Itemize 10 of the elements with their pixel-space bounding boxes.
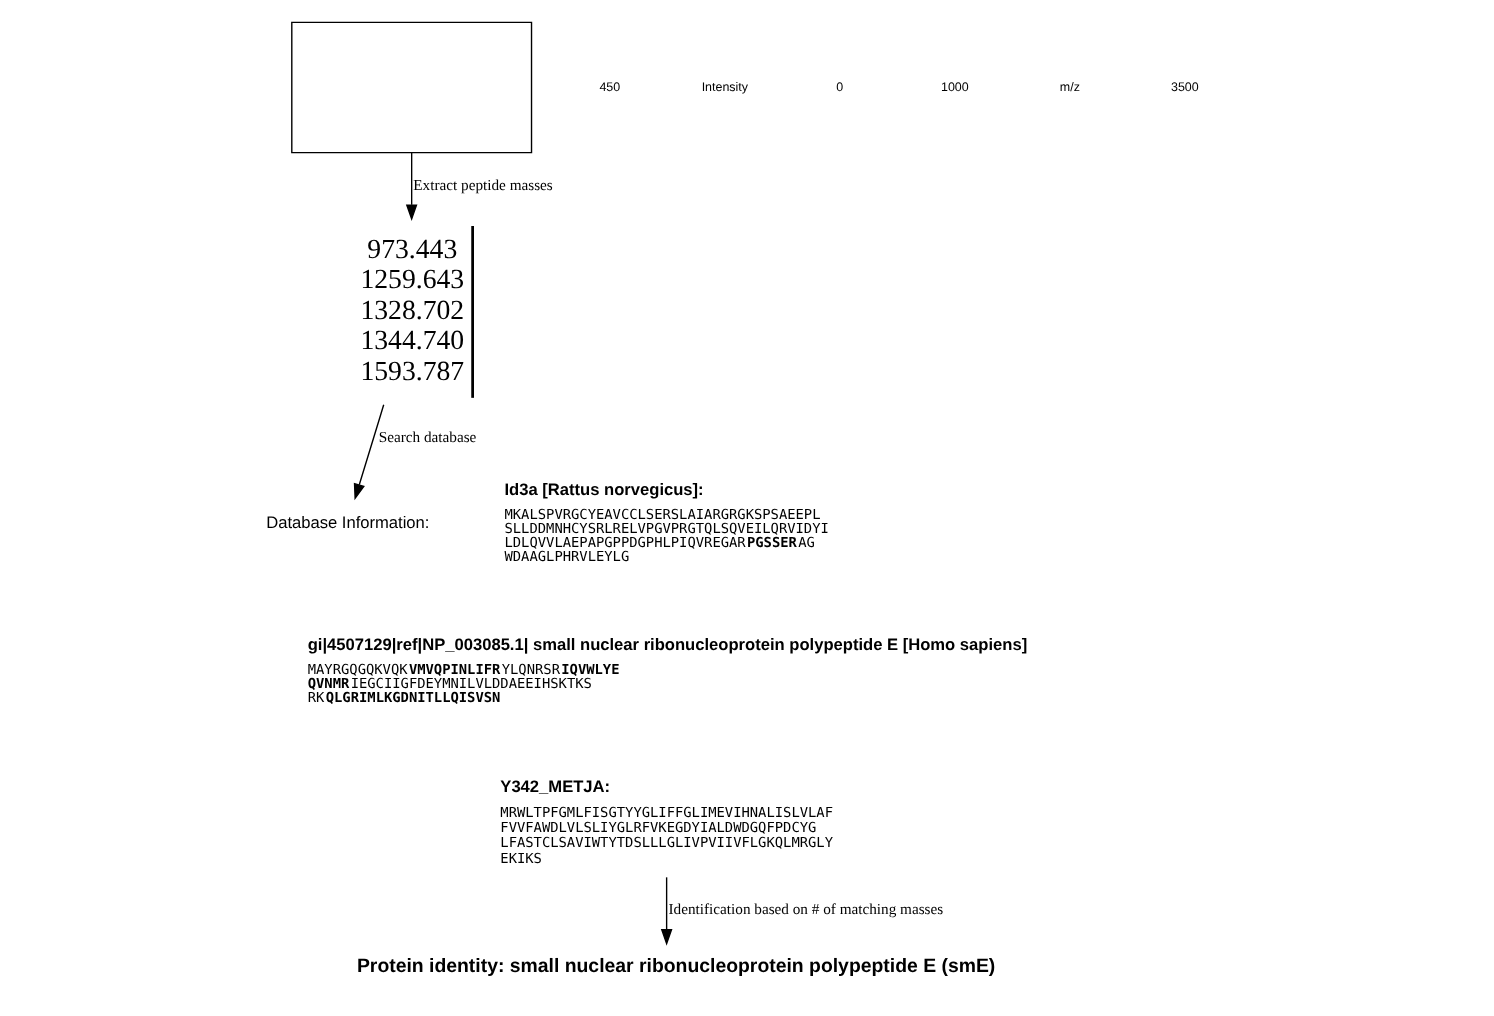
arrow bbox=[353, 404, 385, 501]
arrow bbox=[405, 152, 418, 222]
edge-label: Identification based on # of matching masses bbox=[668, 900, 944, 919]
edge-label: Extract peptide masses bbox=[413, 175, 553, 194]
arrow bbox=[660, 876, 673, 946]
node-text: 973.443 1259.643 1328.702 1344.740 1593.787 bbox=[360, 233, 465, 386]
node-box bbox=[291, 21, 533, 154]
edge-label: Search database bbox=[378, 427, 477, 446]
node-text: Database Information: bbox=[266, 512, 430, 533]
node-text: Protein identity: small nuclear ribonucleoprotein polypeptide E (smE) bbox=[356, 956, 996, 979]
